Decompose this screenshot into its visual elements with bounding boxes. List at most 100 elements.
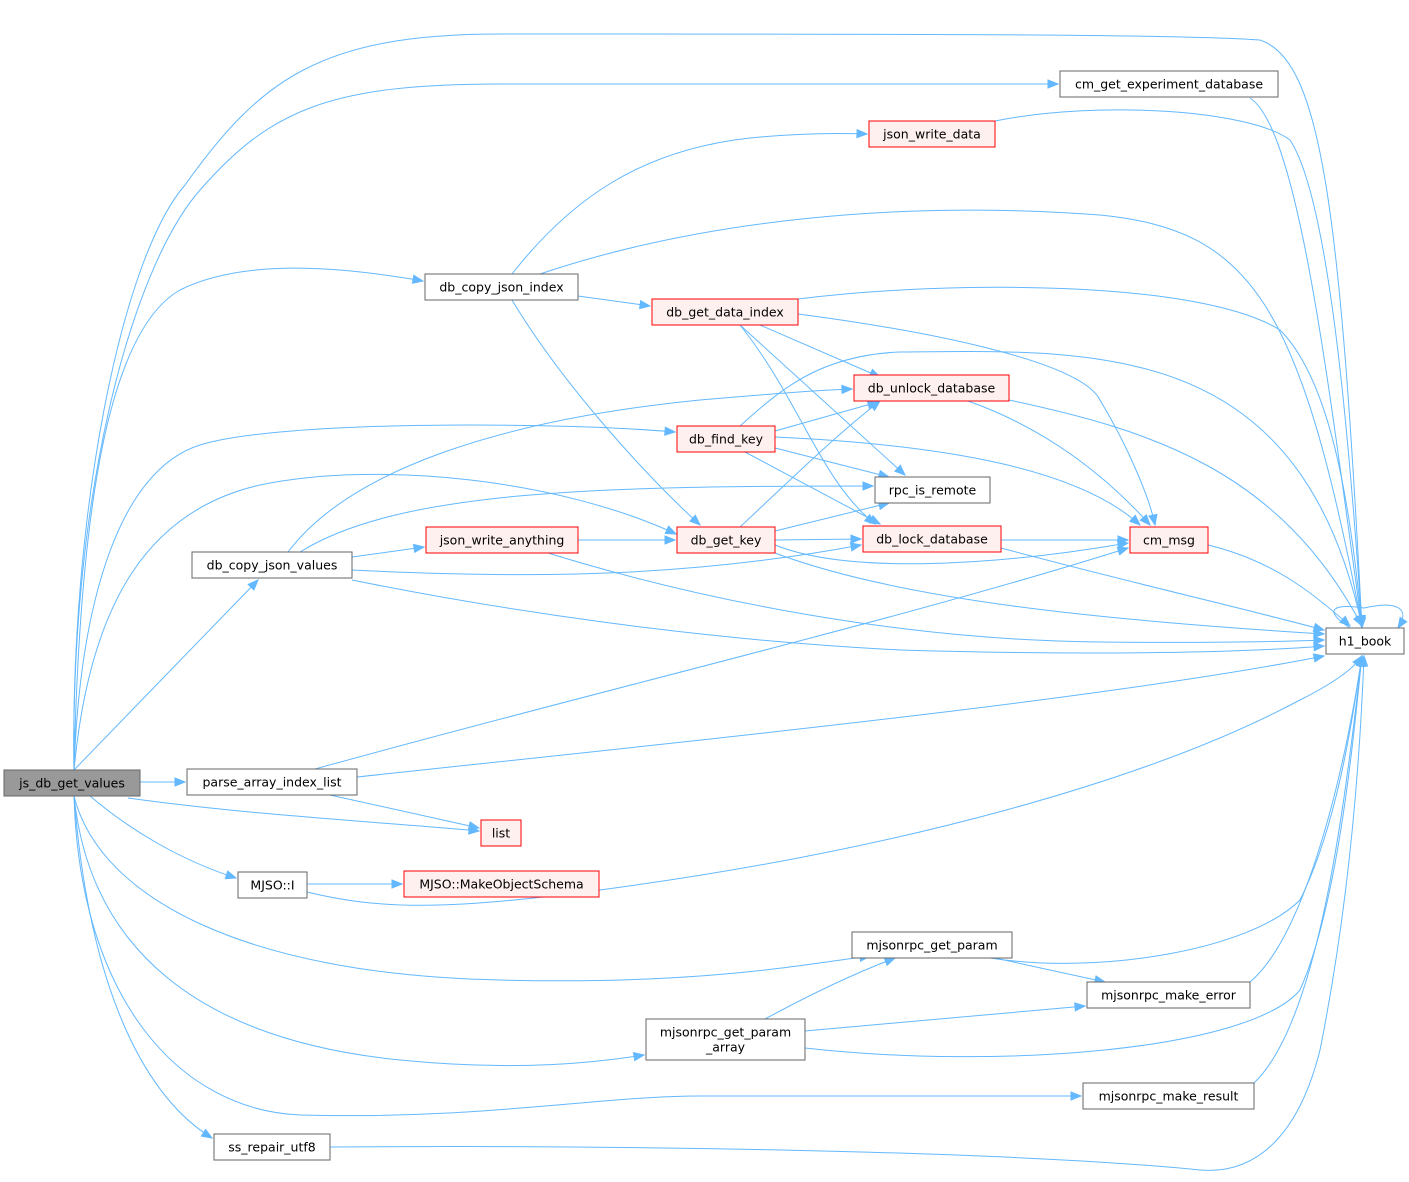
call-edge-js_db_get_values-to-db_copy_json_index [73,267,425,771]
call-edge-mjsonrpc_get_param_array-to-h1_book [804,654,1366,1058]
node-label: db_copy_json_values [207,558,338,573]
node-label: mjsonrpc_get_param [866,938,997,953]
node-h1-book[interactable]: h1_book [1325,627,1405,655]
arrowhead-icon [1352,614,1363,628]
call-edge-db_copy_json_values-to-json_write_anything [351,543,426,558]
arrowhead-icon [856,128,869,139]
node-label: db_copy_json_index [439,280,563,295]
node-ss-repair-utf8[interactable]: ss_repair_utf8 [213,1133,331,1161]
node-js-db-get-values[interactable]: js_db_get_values [3,769,141,797]
node-mjso-makeobjectschema[interactable]: MJSO::MakeObjectSchema [403,870,600,898]
node-mjsonrpc-make-result[interactable]: mjsonrpc_make_result [1082,1082,1255,1110]
node-db-get-data-index[interactable]: db_get_data_index [651,298,799,326]
node-json-write-data[interactable]: json_write_data [868,120,996,148]
arrowhead-icon [174,777,187,787]
node-cm-get-experiment-database[interactable]: cm_get_experiment_database [1059,70,1279,98]
call-edge-mjsonrpc_get_param-to-mjsonrpc_make_error [994,957,1107,985]
arrowhead-icon [841,384,854,395]
node-cm-msg[interactable]: cm_msg [1129,526,1209,554]
arrowhead-icon [1312,622,1326,632]
node-label: h1_book [1339,634,1392,649]
arrowhead-icon [1129,514,1141,526]
call-edge-cm_msg-to-h1_book [1207,544,1352,627]
arrowhead-icon [224,870,238,880]
call-edge-MJSO_I-to-h1_book [306,654,1363,906]
arrowhead-icon [664,525,678,535]
arrowhead-icon [1070,1091,1083,1101]
node-json-write-anything[interactable]: json_write_anything [425,526,579,554]
arrowhead-icon [1358,654,1369,667]
call-edge-db_copy_json_index-to-json_write_data [511,128,869,275]
node-list[interactable]: list [480,819,522,847]
call-edge-db_find_key-to-db_lock_database [744,451,882,525]
call-edge-js_db_get_values-to-db_find_key [73,424,677,771]
call-edge-js_db_get_values-to-cm_get_experiment_database [73,79,1060,771]
call-edge-db_get_key-to-db_unlock_database [739,400,882,528]
arrowhead-icon [1312,653,1326,663]
node-mjsonrpc-get-param[interactable]: mjsonrpc_get_param [851,931,1013,959]
call-edge-db_lock_database-to-cm_msg [1001,535,1130,545]
node-label: MJSO::I [250,878,294,893]
node-label: mjsonrpc_make_result [1099,1089,1239,1104]
call-edge-MJSO_I-to-MJSO_MakeObjectSchema [307,879,404,889]
node-db-copy-json-index[interactable]: db_copy_json_index [424,273,579,301]
node-label: db_unlock_database [868,381,996,396]
call-edge-db_copy_json_values-to-rpc_is_remote [299,481,875,553]
call-graph-edges [73,33,1408,1171]
call-edge-js_db_get_values-to-h1_book [73,33,1367,771]
call-edge-mjsonrpc_make_error-to-h1_book [1249,654,1366,983]
node-label: parse_array_index_list [202,775,341,790]
node-rpc-is-remote[interactable]: rpc_is_remote [874,476,991,504]
call-edge-json_write_anything-to-h1_book [547,552,1326,646]
arrowhead-icon [883,957,897,967]
call-edge-db_find_key-to-db_unlock_database [774,400,880,432]
call-graph-nodes: js_db_get_values h1_book cm_get_experiment… [3,70,1405,1161]
node-label: _array [705,1040,746,1055]
arrowhead-icon [894,464,906,476]
node-db-find-key[interactable]: db_find_key [676,425,776,453]
call-edge-db_copy_json_values-to-db_lock_database [351,542,863,576]
call-edge-db_lock_database-to-h1_book [1000,547,1326,632]
call-edge-db_get_key-to-db_lock_database [774,534,863,544]
call-edge-db_get_data_index-to-h1_book [797,286,1366,628]
call-edge-parse_array_index_list-to-list [329,794,481,831]
node-label: list [492,826,510,841]
node-mjsonrpc-get-param-array[interactable]: mjsonrpc_get_param_array [645,1018,806,1061]
arrowhead-icon [862,481,875,491]
call-edge-db_copy_json_index-to-h1_book [539,209,1365,628]
node-mjso-i[interactable]: MJSO::I [237,871,308,899]
call-edge-db_unlock_database-to-cm_msg [967,400,1151,527]
call-edge-js_db_get_values-to-db_get_key [73,473,678,771]
node-db-copy-json-values[interactable]: db_copy_json_values [191,551,353,579]
node-db-unlock-database[interactable]: db_unlock_database [853,374,1010,402]
arrowhead-icon [1047,79,1060,89]
arrowhead-icon [391,879,404,889]
node-label: ss_repair_utf8 [228,1140,316,1155]
arrowhead-icon [664,535,677,545]
arrowhead-icon [1397,616,1408,630]
node-parse-array-index-list[interactable]: parse_array_index_list [186,768,358,796]
arrowhead-icon [200,1128,214,1139]
node-db-lock-database[interactable]: db_lock_database [862,525,1002,553]
arrowhead-icon [849,542,863,552]
node-label: db_get_key [691,533,762,548]
node-label: MJSO::MakeObjectSchema [419,877,583,892]
call-edge-parse_array_index_list-to-cm_msg [314,546,1130,770]
node-mjsonrpc-make-error[interactable]: mjsonrpc_make_error [1086,981,1251,1009]
arrowhead-icon [1313,635,1326,646]
arrowhead-icon [467,821,481,831]
call-edge-db_unlock_database-to-h1_book [1008,399,1363,628]
arrowhead-icon [1139,514,1151,527]
call-edge-mjsonrpc_get_param_array-to-mjsonrpc_make_error [804,1002,1087,1032]
call-edge-js_db_get_values-to-mjsonrpc_get_param_array [73,795,646,1067]
node-label: rpc_is_remote [889,483,977,498]
arrowhead-icon [1074,1002,1087,1012]
node-db-get-key[interactable]: db_get_key [676,526,776,554]
arrowhead-icon [411,274,425,284]
call-edge-db_copy_json_index-to-db_get_data_index [577,295,652,310]
call-edge-js_db_get_values-to-ss_repair_utf8 [73,795,214,1139]
arrowhead-icon [664,426,677,436]
node-label: cm_msg [1143,533,1195,548]
call-edge-js_db_get_values-to-db_copy_json_values [73,579,259,771]
call-edge-db_copy_json_values-to-h1_book [351,579,1326,654]
